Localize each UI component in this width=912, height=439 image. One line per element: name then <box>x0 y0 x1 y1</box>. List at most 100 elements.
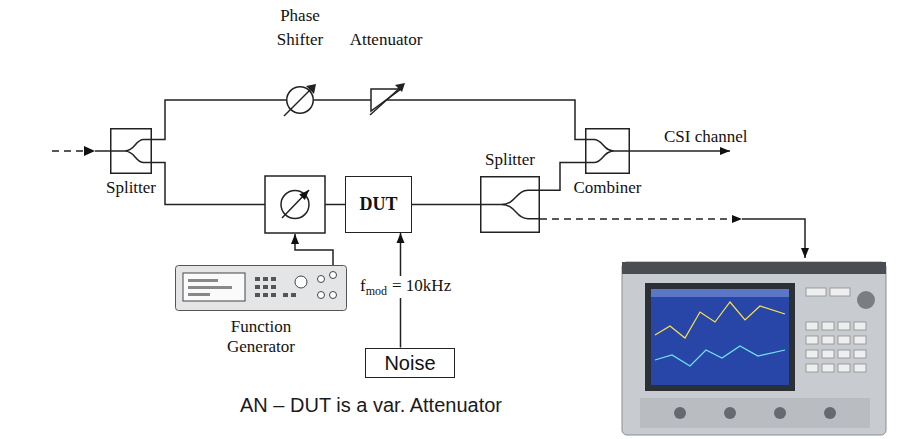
analyzer-keys <box>806 288 866 372</box>
node-label: Splitter <box>106 178 156 197</box>
drawing-part <box>330 292 337 299</box>
signal-wire <box>314 99 368 101</box>
drawing-part <box>806 288 826 296</box>
drawing-part <box>585 140 630 163</box>
drawing-part <box>284 87 313 116</box>
analyzer-port-panel <box>640 398 870 428</box>
drawing-part <box>183 273 245 301</box>
drawing-part <box>283 293 288 297</box>
screen-trace <box>655 346 785 366</box>
label-holder: Phase Shifter <box>264 4 336 52</box>
signal-wire <box>404 100 585 140</box>
analyzer-ports <box>674 407 836 419</box>
analyzer-body <box>622 262 886 435</box>
phase-modulator-box <box>265 176 325 233</box>
frequency-subscript: mod <box>366 284 387 298</box>
drawing-part <box>255 285 260 289</box>
modulator-dut-wire <box>325 204 345 206</box>
drawing-part <box>806 322 818 330</box>
drawing-part <box>111 129 152 174</box>
node-label: DUT <box>359 194 397 216</box>
phase-shifter-symbol <box>286 86 314 114</box>
node-label: Splitter <box>485 150 535 169</box>
drawing-part <box>806 336 818 344</box>
drawing-part <box>822 350 834 358</box>
input-dashed-line <box>52 150 86 152</box>
drawing-part <box>822 322 834 330</box>
frequency-value: = 10kHz <box>392 276 451 295</box>
screen-bar <box>651 289 789 297</box>
drawing-part <box>838 364 850 372</box>
noise-box: Noise <box>365 348 455 378</box>
label-holder: Attenuator <box>326 28 446 52</box>
label-holder: Splitter <box>465 150 555 170</box>
analyzer-bezel <box>645 283 795 391</box>
drawing-part <box>586 129 630 174</box>
drawing-part <box>255 293 260 297</box>
screen-trace <box>655 302 785 338</box>
label-holder: DUT <box>346 177 411 232</box>
drawing-part <box>830 288 850 296</box>
drawing-part <box>481 177 540 233</box>
node-label: Noise <box>384 351 435 375</box>
drawing-part <box>263 277 268 281</box>
drawing-part <box>291 293 296 297</box>
drawing-part <box>188 293 210 296</box>
frequency-label: fmod= 10kHz <box>357 276 454 298</box>
node-label: Attenuator <box>350 30 423 49</box>
phase-modulator-arrow <box>282 190 309 218</box>
node-label: Combiner <box>574 178 642 197</box>
function-generator: Function Generator <box>175 265 347 311</box>
drawing-part <box>306 84 316 94</box>
drawing-part <box>806 350 818 358</box>
function-generator-symbol <box>175 265 347 311</box>
analyzer-knob <box>857 291 875 309</box>
label-holder: Function Generator <box>214 317 309 358</box>
analyzer-wire <box>742 219 805 258</box>
drawing-part <box>318 272 337 299</box>
attenuator-symbol <box>368 86 404 114</box>
combiner-box-symbol <box>585 128 630 174</box>
note-text: AN – DUT is a var. Attenuator <box>240 394 502 416</box>
drawing-part <box>263 293 268 297</box>
drawing-part <box>263 285 268 289</box>
label-holder: Splitter <box>86 178 176 198</box>
label-holder: CSI channel <box>664 127 748 147</box>
drawing-part <box>774 407 786 419</box>
drawing-part <box>838 322 850 330</box>
drawing-part <box>822 364 834 372</box>
monitor-dashed-line <box>540 218 742 220</box>
drawing-part <box>854 322 866 330</box>
drawing-part <box>318 292 325 299</box>
drawing-part <box>176 266 347 311</box>
drawing-part <box>271 285 276 289</box>
lower-branch-wire <box>152 163 265 205</box>
output-arrow <box>630 150 730 152</box>
drawing-part <box>724 407 736 419</box>
node-label: Function Generator <box>227 317 295 356</box>
drawing-part <box>188 286 232 289</box>
attenuator: Attenuator <box>368 86 404 114</box>
drawing-part <box>188 279 218 282</box>
drawing-part <box>838 350 850 358</box>
phase-modulator-symbol <box>281 191 309 219</box>
drawing-part <box>480 190 540 219</box>
drawing-part <box>255 277 260 281</box>
label-holder: AN – DUT is a var. Attenuator <box>240 393 502 417</box>
analyzer-top <box>622 262 886 274</box>
drawing-part <box>838 336 850 344</box>
dut-box: DUT <box>345 176 412 233</box>
splitter-box-symbol <box>110 128 152 174</box>
signal-wire <box>412 204 480 206</box>
input-arrowhead <box>84 146 95 156</box>
drawing-part <box>110 140 152 163</box>
drawing-part <box>674 407 686 419</box>
combiner-box: Combiner <box>585 128 630 174</box>
modulation-wire <box>295 234 333 265</box>
drawing-part <box>271 293 276 297</box>
drawing-part <box>295 276 307 288</box>
drawing-part <box>395 83 405 92</box>
